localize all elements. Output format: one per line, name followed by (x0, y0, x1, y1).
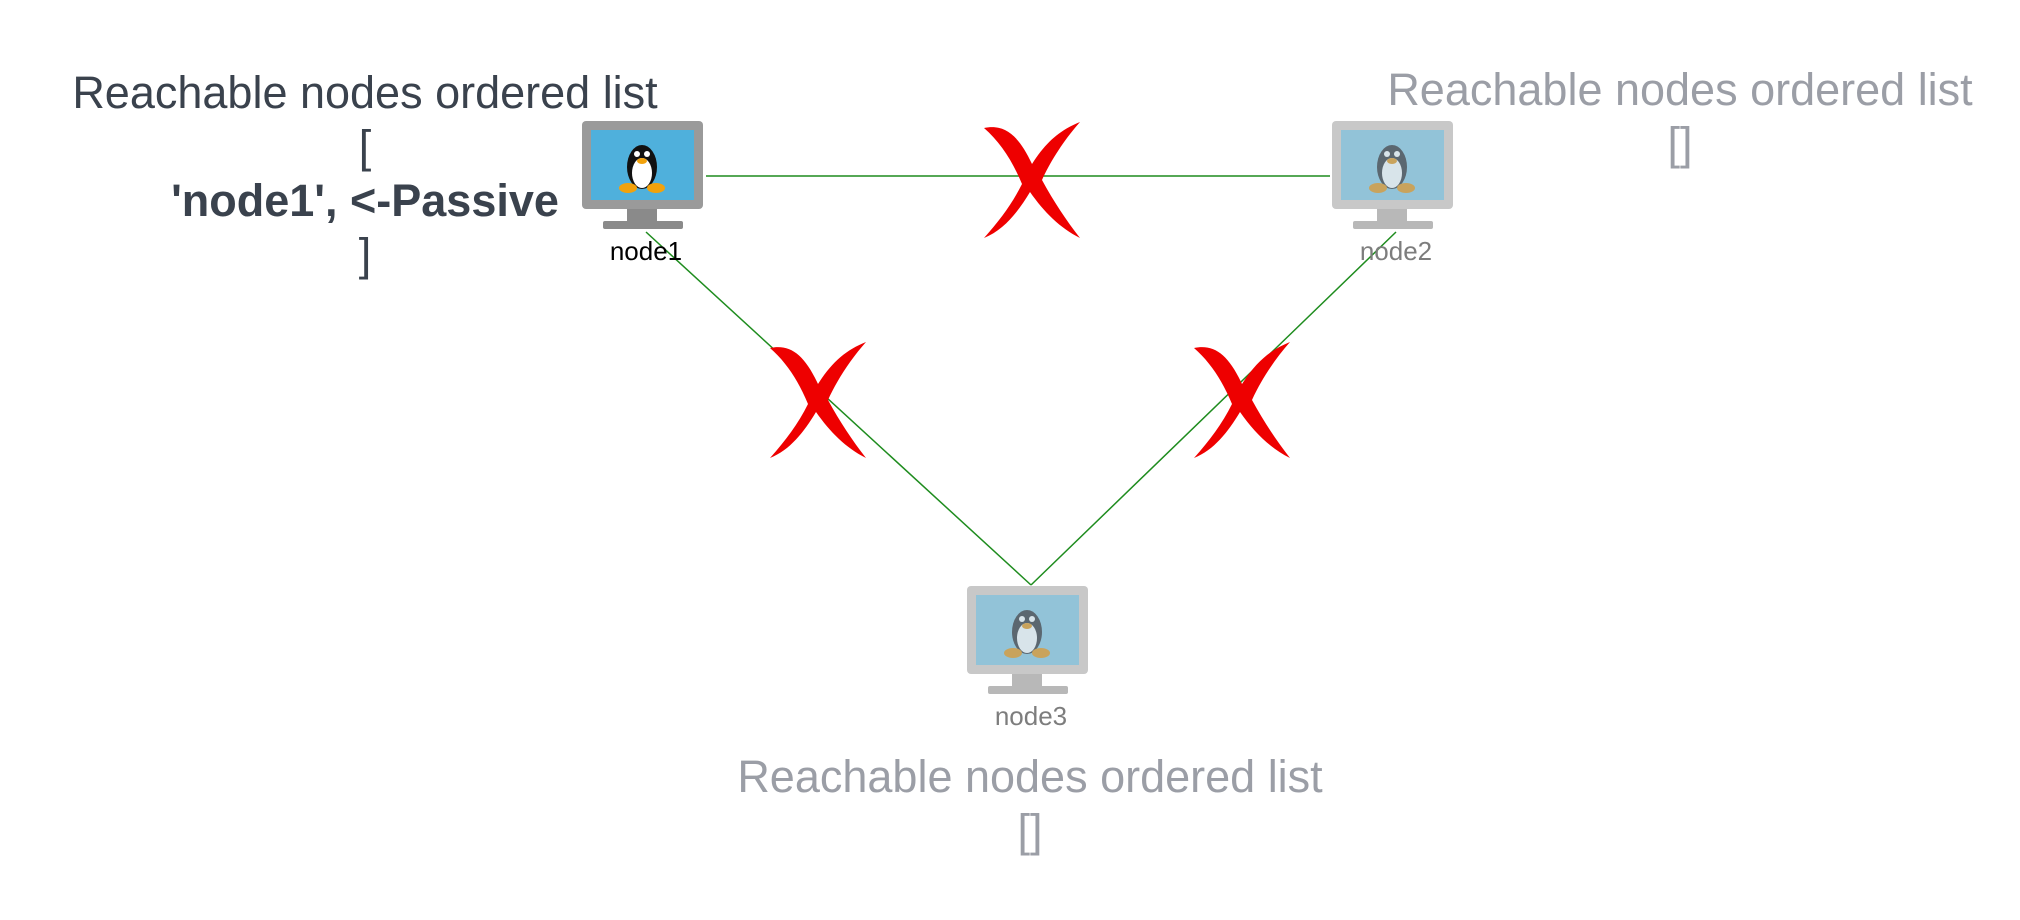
node3-reachable-list-title: Reachable nodes ordered list (737, 751, 1323, 802)
node2-list-value: [] (1667, 118, 1693, 169)
node1-list-open-bracket: [ (358, 121, 372, 172)
tux-penguin-icon (619, 145, 665, 193)
node1-list-close-bracket: ] (358, 229, 372, 280)
node3-list-value: [] (1017, 805, 1043, 856)
tux-penguin-icon (1369, 145, 1415, 193)
tux-penguin-icon (1004, 610, 1050, 658)
node1[interactable]: node1 (576, 120, 716, 266)
linux-monitor-icon (582, 121, 703, 229)
node2-reachable-list-title: Reachable nodes ordered list (1387, 64, 1973, 115)
linux-monitor-icon (1332, 121, 1453, 229)
broken-link-x-icon (1194, 342, 1290, 458)
link-node2-node3 (1030, 231, 1397, 586)
node1-list-entry: 'node1', <-Passive (171, 175, 559, 226)
node1-reachable-list-title: Reachable nodes ordered list (72, 67, 658, 118)
node2[interactable]: node2 (1326, 120, 1466, 266)
node1-reachable-list-panel: Reachable nodes ordered list [ 'node1', … (40, 66, 690, 282)
node2-reachable-list-panel: Reachable nodes ordered list [] (1355, 63, 2005, 171)
broken-link-x-icon (770, 342, 866, 458)
node3-label: node3 (994, 701, 1068, 731)
node3-reachable-list-panel: Reachable nodes ordered list [] (705, 750, 1355, 858)
node2-label: node2 (1359, 236, 1433, 266)
link-node1-node3 (645, 231, 1032, 586)
broken-link-x-icon (984, 122, 1080, 238)
node3[interactable]: node3 (961, 585, 1101, 731)
linux-monitor-icon (967, 586, 1088, 694)
node1-label: node1 (609, 236, 683, 266)
